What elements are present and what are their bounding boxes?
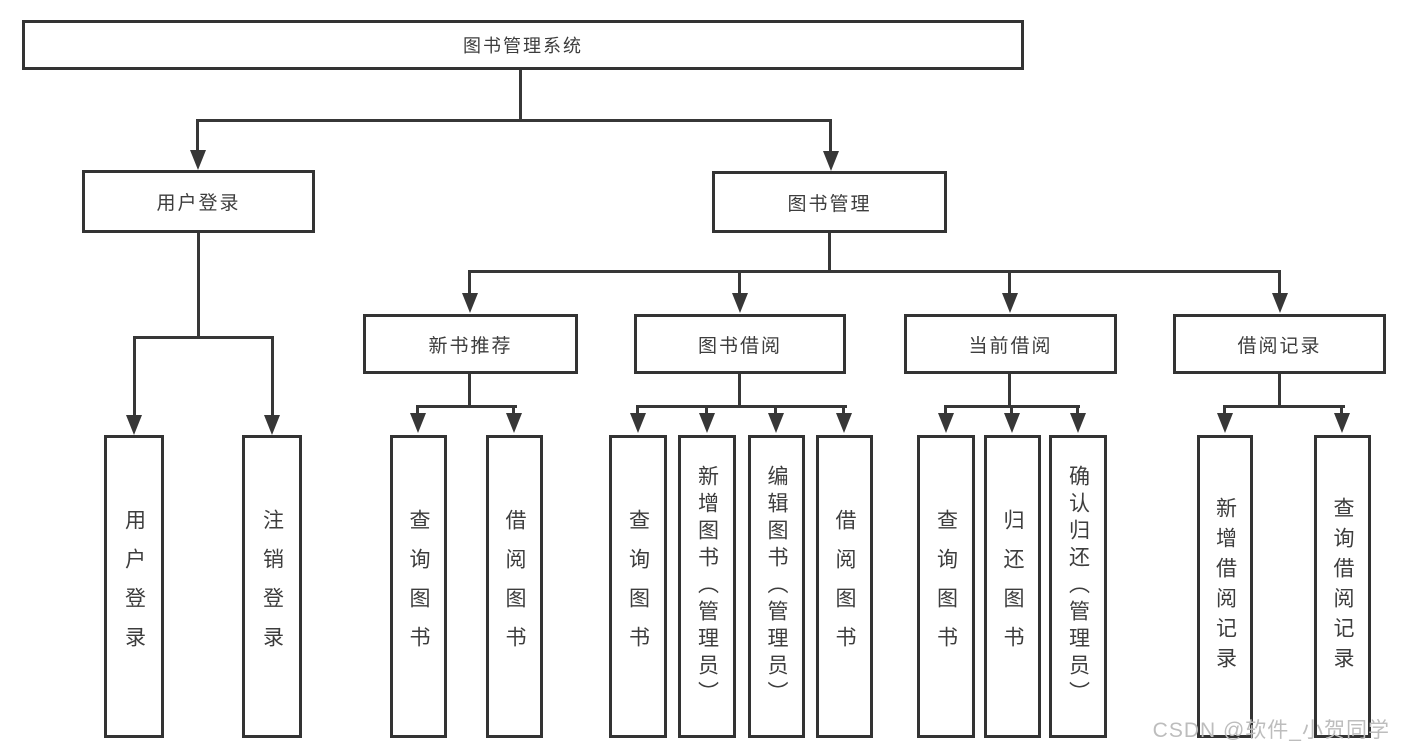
leaf-query-books: 查询图书 (917, 435, 975, 738)
arrow-down-icon (410, 413, 426, 433)
arrow-down-icon (126, 415, 142, 435)
connector-line (1076, 405, 1079, 415)
node-user-login: 用户登录 (82, 170, 315, 233)
connector-line (512, 405, 515, 415)
connector-line (842, 405, 845, 415)
node-current-borrowing: 当前借阅 (904, 314, 1117, 374)
connector-line (133, 336, 274, 339)
node-label: 确认归还（管理员） (1066, 465, 1090, 708)
connector-line (133, 336, 136, 416)
node-label: 查询图书 (934, 508, 958, 665)
leaf-query-books: 查询图书 (390, 435, 447, 738)
node-new-book-recommend: 新书推荐 (363, 314, 578, 374)
connector-line (468, 270, 471, 295)
leaf-logout: 注销登录 (242, 435, 302, 738)
node-label: 图书管理 (787, 193, 872, 215)
arrow-down-icon (823, 151, 839, 171)
connector-line (196, 119, 199, 153)
arrow-down-icon (732, 293, 748, 313)
connector-line (738, 270, 741, 295)
connector-line (1278, 374, 1281, 407)
connector-line (1223, 405, 1345, 408)
node-label: 用户登录 (122, 508, 146, 665)
arrow-down-icon (190, 150, 206, 170)
leaf-query-books: 查询图书 (609, 435, 667, 738)
node-book-borrowing: 图书借阅 (634, 314, 846, 374)
node-label: 图书借阅 (697, 335, 782, 357)
connector-line (271, 336, 274, 416)
leaf-return-books: 归还图书 (984, 435, 1041, 738)
connector-line (636, 405, 639, 415)
connector-line (468, 374, 471, 407)
arrow-down-icon (506, 413, 522, 433)
node-label: 归还图书 (1001, 508, 1024, 665)
node-label: 查询借阅记录 (1331, 496, 1354, 677)
connector-line (1010, 405, 1013, 415)
node-label: 编辑图书（管理员） (765, 465, 788, 708)
node-label: 新增借阅记录 (1213, 496, 1237, 677)
node-borrowing-records: 借阅记录 (1173, 314, 1386, 374)
connector-line (519, 70, 522, 120)
node-label: 借阅记录 (1237, 335, 1322, 357)
arrow-down-icon (768, 413, 784, 433)
arrow-down-icon (699, 413, 715, 433)
leaf-query-borrow-record: 查询借阅记录 (1314, 435, 1371, 738)
arrow-down-icon (1272, 293, 1288, 313)
node-library-management-system: 图书管理系统 (22, 20, 1024, 70)
arrow-down-icon (1217, 413, 1233, 433)
leaf-confirm-return-admin: 确认归还（管理员） (1049, 435, 1107, 738)
arrow-down-icon (938, 413, 954, 433)
connector-line (738, 374, 741, 407)
connector-line (774, 405, 777, 415)
node-label: 新增图书（管理员） (695, 465, 719, 708)
node-label: 查询图书 (626, 508, 650, 665)
connector-line (416, 405, 419, 415)
connector-line (197, 232, 200, 338)
node-label: 借阅图书 (833, 508, 856, 665)
csdn-watermark: CSDN @软件_小贺同学 (1152, 719, 1390, 742)
node-label: 当前借阅 (968, 335, 1053, 357)
leaf-borrow-books: 借阅图书 (816, 435, 873, 738)
connector-line (829, 119, 832, 153)
arrow-down-icon (1070, 413, 1086, 433)
leaf-add-books-admin: 新增图书（管理员） (678, 435, 736, 738)
arrow-down-icon (1334, 413, 1350, 433)
leaf-add-borrow-record: 新增借阅记录 (1197, 435, 1253, 738)
arrow-down-icon (630, 413, 646, 433)
arrow-down-icon (462, 293, 478, 313)
leaf-borrow-books: 借阅图书 (486, 435, 543, 738)
node-label: 借阅图书 (503, 508, 526, 665)
connector-line (1278, 270, 1281, 295)
node-label: 注销登录 (260, 508, 284, 665)
leaf-edit-books-admin: 编辑图书（管理员） (748, 435, 805, 738)
arrow-down-icon (264, 415, 280, 435)
arrow-down-icon (1002, 293, 1018, 313)
connector-line (1223, 405, 1226, 415)
leaf-user-login: 用户登录 (104, 435, 164, 738)
node-book-management: 图书管理 (712, 171, 947, 233)
connector-line (705, 405, 708, 415)
node-label: 图书管理系统 (463, 36, 583, 56)
connector-line (636, 405, 847, 408)
arrow-down-icon (836, 413, 852, 433)
connector-line (944, 405, 947, 415)
connector-line (1008, 374, 1011, 407)
connector-line (1008, 270, 1011, 295)
connector-line (468, 270, 1281, 273)
node-label: 新书推荐 (428, 335, 513, 357)
node-label: 用户登录 (156, 193, 241, 214)
connector-line (1340, 405, 1343, 415)
arrow-down-icon (1004, 413, 1020, 433)
node-label: 查询图书 (407, 508, 430, 665)
connector-line (196, 119, 832, 122)
connector-line (828, 232, 831, 272)
connector-line (416, 405, 517, 408)
